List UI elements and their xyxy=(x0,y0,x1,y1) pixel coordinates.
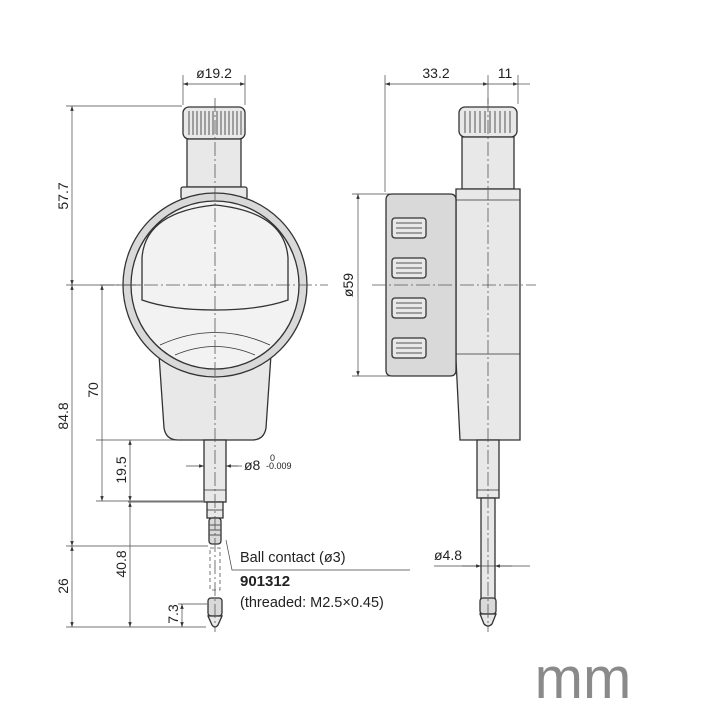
note-threaded: (threaded: M2.5×0.45) xyxy=(240,595,384,611)
front-cap xyxy=(180,106,248,200)
dim-cap-diameter: ø19.2 xyxy=(196,65,232,81)
dim-40-8: 40.8 xyxy=(113,550,129,577)
dim-stem-tol-lower: -0.009 xyxy=(266,461,292,471)
dim-depth-cap: 11 xyxy=(498,65,513,81)
front-stem xyxy=(203,439,227,628)
dim-19-5: 19.5 xyxy=(113,456,129,483)
side-view xyxy=(372,98,536,632)
dim-26: 26 xyxy=(55,578,71,594)
dim-stem-diameter: ø8 xyxy=(244,457,261,473)
dim-spindle-diameter: ø4.8 xyxy=(434,547,462,563)
side-dimensions: 33.2 11 ø59 ø4.8 xyxy=(340,65,530,568)
dim-depth-back: 33.2 xyxy=(422,65,449,81)
side-buttons xyxy=(391,217,427,359)
dim-dial-diameter: ø59 xyxy=(340,273,356,297)
note-ball-contact: Ball contact (ø3) xyxy=(240,550,346,566)
dim-height-top: 57.7 xyxy=(55,182,71,209)
front-view xyxy=(100,98,328,632)
front-dimensions: ø19.2 57.7 84.8 26 70 19.5 40.8 7.3 xyxy=(55,65,410,628)
dim-7-3: 7.3 xyxy=(165,604,181,624)
dim-height-lower: 84.8 xyxy=(55,402,71,429)
note-part-number: 901312 xyxy=(240,573,290,590)
dim-stem-tol-upper: 0 xyxy=(270,453,275,463)
unit-label: mm xyxy=(535,646,632,708)
dim-70: 70 xyxy=(85,382,101,398)
ball-contact-note: Ball contact (ø3) 901312 (threaded: M2.5… xyxy=(240,550,384,611)
